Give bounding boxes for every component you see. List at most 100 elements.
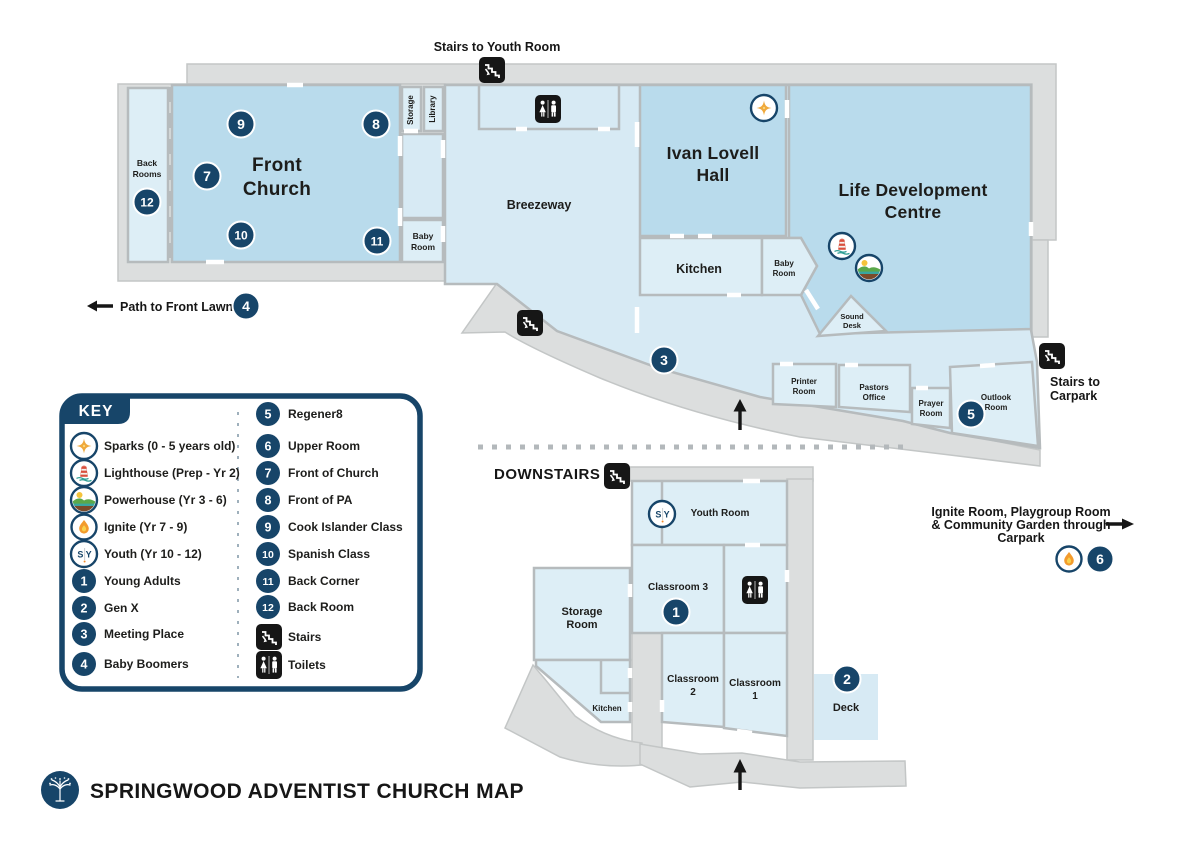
key-item-label: Toilets bbox=[288, 658, 326, 672]
key-marker-7: 7 bbox=[256, 461, 280, 485]
stairs-icon bbox=[603, 462, 631, 490]
ignite-icon bbox=[70, 513, 98, 541]
svg-text:6: 6 bbox=[1096, 551, 1104, 567]
svg-text:Room: Room bbox=[411, 242, 436, 252]
upstairs-entrance-arrow bbox=[733, 399, 747, 430]
kitchen-down-label: Kitchen bbox=[592, 704, 621, 713]
sparks-icon bbox=[69, 431, 99, 461]
key-marker-8: 8 bbox=[256, 488, 280, 512]
svg-text:12: 12 bbox=[262, 602, 274, 614]
svg-text:1: 1 bbox=[81, 575, 88, 589]
key-marker-10: 10 bbox=[256, 542, 280, 566]
key-item-label: Upper Room bbox=[288, 439, 360, 453]
key-title: KEY bbox=[79, 403, 114, 420]
youth-sy-icon: S Y bbox=[647, 499, 677, 529]
powerhouse-icon bbox=[71, 487, 97, 513]
key-item-label: Young Adults bbox=[104, 574, 181, 588]
powerhouse-icon bbox=[856, 255, 882, 281]
marker-9: 9 bbox=[226, 109, 256, 139]
upstairs-markers: 9 8 7 10 11 12 4 3 5 bbox=[132, 109, 986, 429]
svg-text:6: 6 bbox=[265, 440, 272, 454]
svg-text:Office: Office bbox=[863, 393, 886, 402]
church-logo bbox=[41, 771, 79, 809]
downstairs-entrance-arrow bbox=[733, 759, 747, 790]
key-item-label: Sparks (0 - 5 years old) bbox=[104, 439, 235, 453]
path-to-front-lawn-label: Path to Front Lawn bbox=[120, 300, 233, 314]
downstairs-bottom-path bbox=[639, 743, 907, 789]
svg-text:Carpark: Carpark bbox=[997, 531, 1044, 545]
marker-10: 10 bbox=[226, 220, 256, 250]
storage-label: Storage bbox=[406, 95, 415, 125]
path-to-front-lawn-arrow bbox=[87, 300, 113, 312]
marker-6: 6 bbox=[1085, 544, 1115, 574]
key-marker-4: 4 bbox=[72, 652, 96, 676]
svg-text:Centre: Centre bbox=[885, 202, 942, 222]
kitchen-up-label: Kitchen bbox=[676, 262, 722, 276]
back-rooms-label: Back bbox=[137, 158, 158, 168]
toilets-icon bbox=[255, 650, 283, 680]
page-title: SPRINGWOOD ADVENTIST CHURCH MAP bbox=[90, 780, 524, 803]
key-item-label: Back Room bbox=[288, 600, 354, 614]
prayer-room-label: Prayer bbox=[919, 399, 944, 408]
front-church-label: Front bbox=[252, 155, 302, 176]
stairs-to-carpark-label: Stairs to bbox=[1050, 375, 1100, 389]
downstairs-markers: 1 2 6 bbox=[661, 544, 1115, 694]
svg-text:11: 11 bbox=[262, 576, 273, 588]
sparks-icon bbox=[749, 93, 779, 123]
svg-text:9: 9 bbox=[237, 116, 245, 132]
room-baby-left bbox=[400, 218, 445, 264]
svg-text:2: 2 bbox=[843, 671, 851, 687]
downstairs-door-gaps bbox=[627, 478, 790, 736]
svg-text:4: 4 bbox=[81, 658, 88, 672]
svg-text:7: 7 bbox=[265, 467, 272, 481]
svg-text:Y: Y bbox=[86, 550, 92, 560]
deck-label: Deck bbox=[833, 702, 860, 714]
svg-text:Rooms: Rooms bbox=[133, 169, 162, 179]
stairs-icon bbox=[478, 56, 506, 84]
baby-room-left-label: Baby bbox=[413, 231, 434, 241]
svg-text:S: S bbox=[655, 510, 661, 520]
key-item-label: Gen X bbox=[104, 601, 139, 615]
svg-text:1: 1 bbox=[752, 691, 758, 702]
key-marker-12: 12 bbox=[256, 595, 280, 619]
svg-text:3: 3 bbox=[660, 352, 668, 368]
room-prayer bbox=[910, 386, 952, 430]
marker-5: 5 bbox=[956, 399, 986, 429]
classroom1-label: Classroom bbox=[729, 678, 781, 689]
breezeway-label: Breezeway bbox=[507, 198, 572, 212]
svg-text:& Community Garden through: & Community Garden through bbox=[931, 518, 1110, 532]
key-item-label: Baby Boomers bbox=[104, 657, 189, 671]
key-item-label: Powerhouse (Yr 3 - 6) bbox=[104, 493, 227, 507]
room-library bbox=[422, 85, 445, 133]
svg-text:5: 5 bbox=[265, 408, 272, 422]
svg-text:2: 2 bbox=[690, 687, 696, 698]
marker-1: 1 bbox=[661, 597, 691, 627]
pastors-office-label: Pastors bbox=[859, 383, 889, 392]
toilets-icon bbox=[741, 575, 769, 605]
svg-text:8: 8 bbox=[372, 116, 380, 132]
key-marker-2: 2 bbox=[72, 596, 96, 620]
right-corridor bbox=[1031, 239, 1049, 338]
room-middle bbox=[400, 132, 445, 220]
carpark-note-arrow bbox=[1106, 518, 1134, 530]
svg-text:10: 10 bbox=[234, 229, 248, 243]
room-sound-desk bbox=[815, 294, 889, 338]
svg-text:S: S bbox=[77, 550, 83, 560]
youth-room-label: Youth Room bbox=[691, 508, 750, 519]
svg-text:Church: Church bbox=[243, 179, 311, 200]
classroom3-label: Classroom 3 bbox=[648, 582, 708, 593]
carpark-note: Ignite Room, Playgroup Room bbox=[931, 505, 1110, 519]
key-marker-5: 5 bbox=[256, 402, 280, 426]
downstairs-title: DOWNSTAIRS bbox=[494, 466, 600, 483]
room-kitchen-down bbox=[534, 658, 632, 724]
printer-room-label: Printer bbox=[791, 377, 817, 386]
key-item-label: Meeting Place bbox=[104, 627, 184, 641]
svg-text:9: 9 bbox=[265, 521, 272, 535]
ignite-icon bbox=[1055, 545, 1083, 573]
svg-text:Desk: Desk bbox=[843, 321, 862, 330]
svg-text:5: 5 bbox=[967, 406, 975, 422]
stairs-icon bbox=[516, 309, 544, 337]
svg-text:3: 3 bbox=[81, 628, 88, 642]
